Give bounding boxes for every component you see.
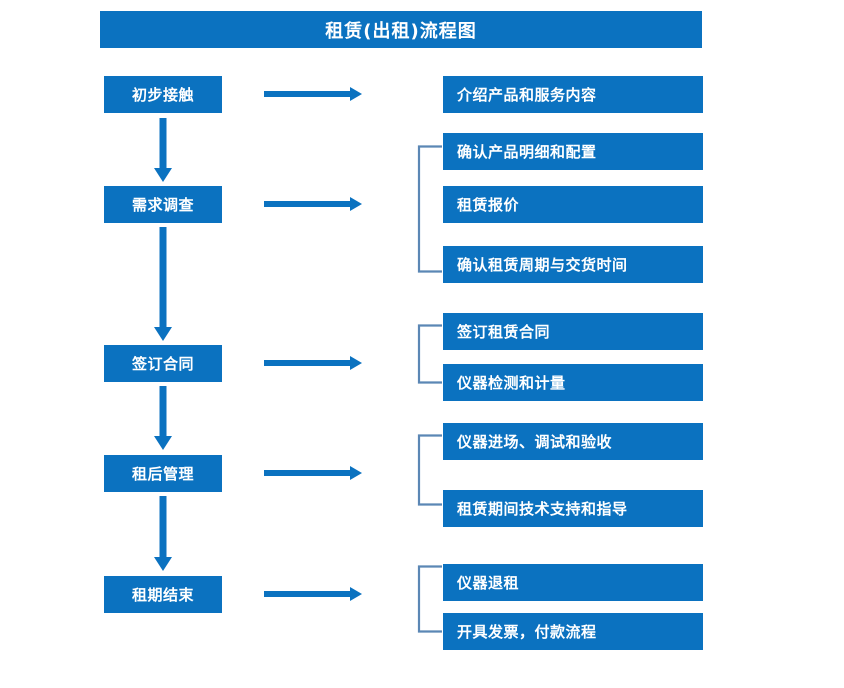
detail-box-invoice-payment[interactable]: 开具发票，付款流程 xyxy=(443,613,703,650)
detail-box-sign-rental-contract[interactable]: 签订租赁合同 xyxy=(443,313,703,350)
detail-box-introduce-products[interactable]: 介绍产品和服务内容 xyxy=(443,76,703,113)
detail-box-confirm-product-details[interactable]: 确认产品明细和配置 xyxy=(443,133,703,170)
group-bracket-icon-2 xyxy=(416,145,444,273)
right-arrow-icon-2 xyxy=(264,196,362,212)
stage-box-initial-contact[interactable]: 初步接触 xyxy=(104,76,222,113)
stage-box-post-rental-management[interactable]: 租后管理 xyxy=(104,455,222,492)
detail-box-confirm-rental-period[interactable]: 确认租赁周期与交货时间 xyxy=(443,246,703,283)
stage-box-sign-contract[interactable]: 签订合同 xyxy=(104,345,222,382)
down-arrow-icon-3 xyxy=(152,386,174,452)
detail-box-instrument-return[interactable]: 仪器退租 xyxy=(443,564,703,601)
group-bracket-icon-3 xyxy=(416,324,444,384)
detail-box-technical-support[interactable]: 租赁期间技术支持和指导 xyxy=(443,490,703,527)
diagram-title: 租赁(出租)流程图 xyxy=(100,11,702,48)
group-bracket-icon-4 xyxy=(416,434,444,506)
down-arrow-icon-1 xyxy=(152,118,174,184)
detail-box-instrument-entry-commissioning[interactable]: 仪器进场、调试和验收 xyxy=(443,423,703,460)
detail-box-instrument-inspection[interactable]: 仪器检测和计量 xyxy=(443,364,703,401)
right-arrow-icon-1 xyxy=(264,86,362,102)
stage-box-requirement-survey[interactable]: 需求调查 xyxy=(104,186,222,223)
right-arrow-icon-3 xyxy=(264,355,362,371)
group-bracket-icon-5 xyxy=(416,565,444,633)
detail-box-rental-quote[interactable]: 租赁报价 xyxy=(443,186,703,223)
stage-box-rental-end[interactable]: 租期结束 xyxy=(104,576,222,613)
down-arrow-icon-2 xyxy=(152,227,174,343)
right-arrow-icon-4 xyxy=(264,465,362,481)
right-arrow-icon-5 xyxy=(264,586,362,602)
down-arrow-icon-4 xyxy=(152,496,174,573)
